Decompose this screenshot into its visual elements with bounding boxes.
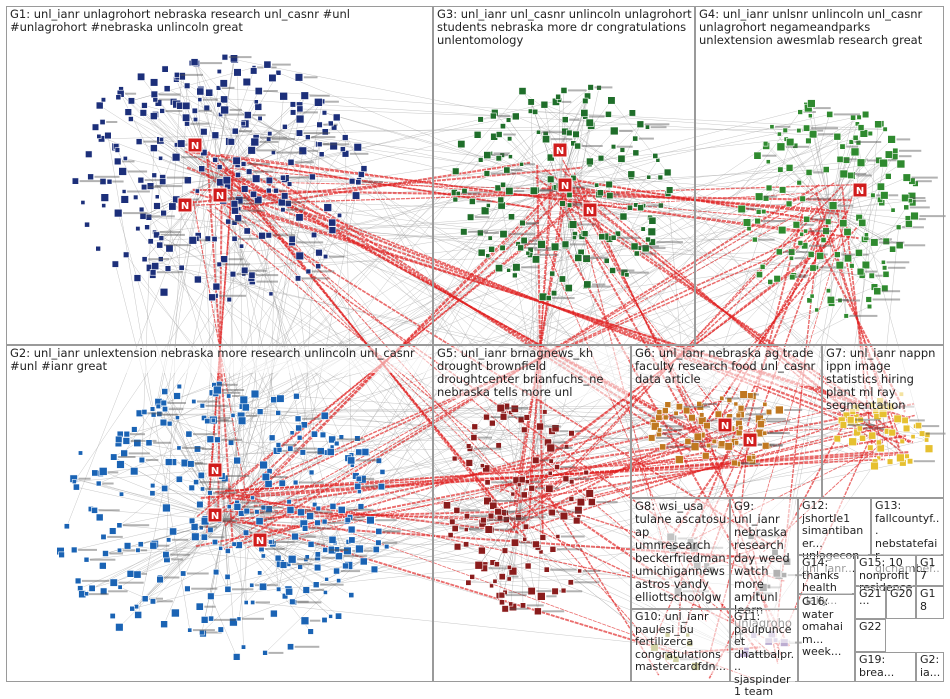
- group-label-g20: G20: [890, 588, 913, 601]
- group-label-g17: G17: [920, 557, 941, 582]
- group-box-g5: G5: unl_ianr brnagnews_kh drought brownf…: [433, 345, 631, 682]
- group-box-g8: G8: wsi_usa tulane ascatosu ap umnresear…: [631, 498, 730, 609]
- group-box-g4: G4: unl_ianr unlsnr unlincoln unl_casnr …: [695, 6, 944, 345]
- group-box-g17: G17: [916, 555, 944, 586]
- group-box-g21: G21: [855, 586, 886, 619]
- group-box-g15: G15: 10 nonprofit residence...: [855, 555, 916, 586]
- group-label-g8: G8: wsi_usa tulane ascatosu ap umnresear…: [635, 500, 727, 604]
- group-label-g1: G1: unl_ianr unlagrohort nebraska resear…: [10, 8, 430, 34]
- group-box-g12: G12: jshortle1 simantibaner... unlagecon…: [798, 498, 871, 555]
- group-box-g11: G11: paulpunceet dhattbalpr... sjaspinde…: [730, 609, 798, 682]
- group-label-g2b: G2: ia...: [920, 654, 941, 679]
- group-label-g21: G21: [859, 588, 883, 601]
- group-box-g2: G2: unl_ianr unlextension nebraska more …: [6, 345, 433, 682]
- group-label-g7: G7: unl_ianr nappn ippn image statistics…: [826, 347, 941, 412]
- group-box-g3: G3: unl_ianr unl_casnr unlincoln unlagro…: [433, 6, 695, 345]
- group-box-g6: G6: unl_ianr nebraska ag trade faculty r…: [631, 345, 822, 498]
- group-box-g2b: G2: ia...: [916, 652, 944, 682]
- group-label-g3: G3: unl_ianr unl_casnr unlincoln unlagro…: [437, 8, 692, 47]
- group-label-g11: G11: paulpunceet dhattbalpr... sjaspinde…: [734, 611, 795, 699]
- group-box-g14: G14: thanks health daily...: [798, 555, 855, 594]
- group-label-g22: G22: [859, 621, 883, 634]
- group-label-g5: G5: unl_ianr brnagnews_kh drought brownf…: [437, 347, 628, 399]
- group-label-g18: G18: [920, 588, 941, 613]
- group-box-g20: G20: [886, 586, 916, 619]
- group-label-g6: G6: unl_ianr nebraska ag trade faculty r…: [635, 347, 819, 386]
- group-box-g19: G19: brea...: [855, 652, 916, 682]
- group-box-g22: G22: [855, 619, 886, 652]
- group-box-g7: G7: unl_ianr nappn ippn image statistics…: [822, 345, 944, 498]
- group-label-g10: G10: unl_ianr paulesi_bu fertilizerca co…: [635, 611, 727, 674]
- group-box-g13: G13: fallcountyf... nebstatefair gichamb…: [871, 498, 944, 555]
- group-box-g16: G16: water omahaim... week...: [798, 594, 855, 682]
- group-label-g19: G19: brea...: [859, 654, 913, 679]
- group-label-g4: G4: unl_ianr unlsnr unlincoln unl_casnr …: [699, 8, 941, 47]
- group-box-g10: G10: unl_ianr paulesi_bu fertilizerca co…: [631, 609, 730, 682]
- group-label-g16: G16: water omahaim... week...: [802, 596, 852, 659]
- group-label-g2: G2: unl_ianr unlextension nebraska more …: [10, 347, 430, 373]
- group-box-g9: G9: unl_ianr nebraska research day weed …: [730, 498, 798, 609]
- group-box-g1: G1: unl_ianr unlagrohort nebraska resear…: [6, 6, 433, 345]
- group-box-g18: G18: [916, 586, 944, 619]
